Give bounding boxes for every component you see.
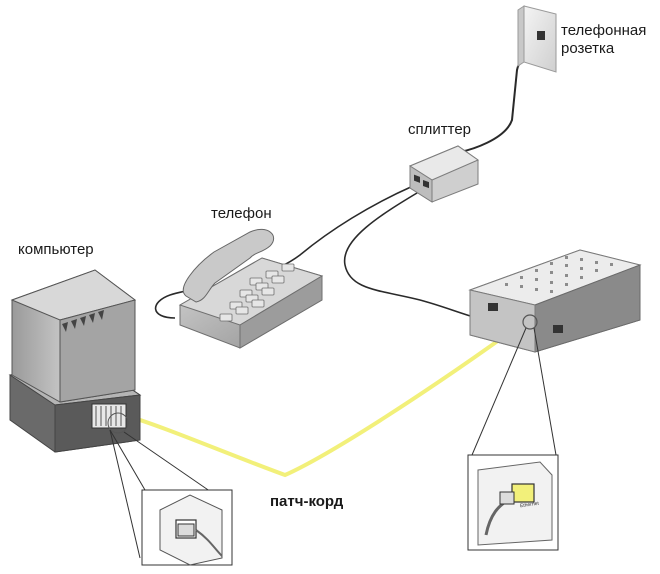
modem-port-callout (467, 327, 559, 551)
computer-icon (8, 269, 142, 453)
phone-label: телефон (211, 205, 272, 222)
splitter-icon (408, 145, 480, 203)
modem-icon (468, 249, 642, 353)
phone-wire-splitter-to-modem (343, 189, 506, 326)
rj45-plug-icon (499, 491, 515, 505)
ethernet-port-icon (511, 483, 535, 503)
wall-socket-label: телефонная розетка (561, 22, 646, 58)
wall-socket-label-line-2: розетка (561, 40, 615, 57)
computer-port-callout (109, 429, 233, 566)
patch-cord-cable (122, 323, 522, 478)
telephone-icon (178, 228, 324, 349)
splitter-label: сплиттер (408, 121, 472, 138)
computer-label: компьютер (18, 241, 94, 258)
patch-cord-label: патч-корд (270, 493, 344, 510)
rj45-plug-icon (177, 523, 195, 537)
wall-socket-label-line-1: телефонная (561, 22, 647, 39)
wall-socket-icon (517, 5, 557, 73)
